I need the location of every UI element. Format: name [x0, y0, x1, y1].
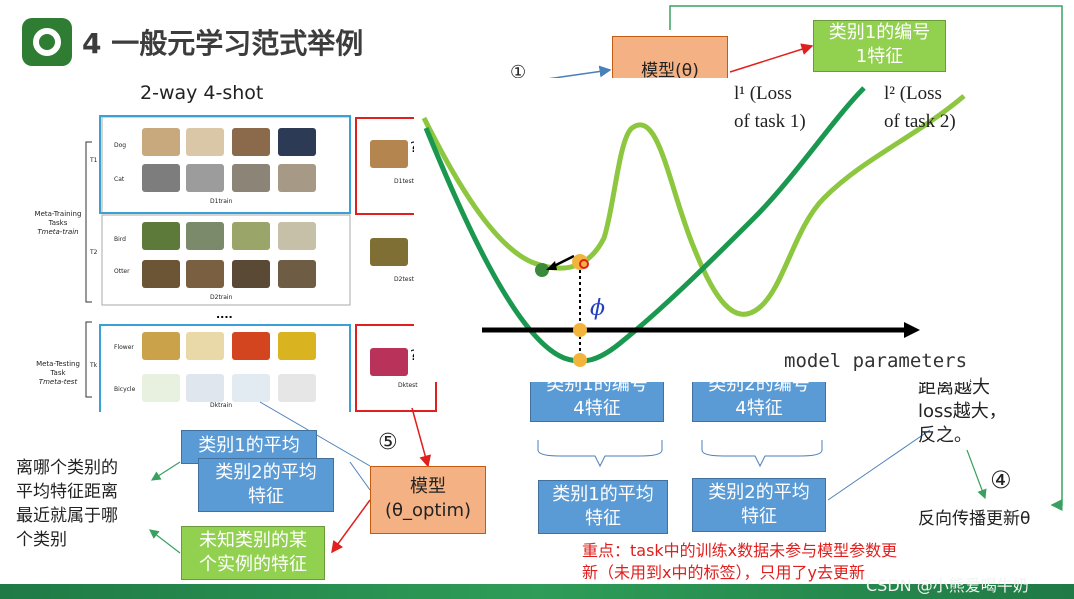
- ellipsis: ....: [216, 308, 233, 321]
- bicycle-image: [232, 374, 270, 402]
- query-image: [370, 238, 408, 266]
- figure-lines: [85, 115, 437, 412]
- task-label: T2: [90, 249, 98, 256]
- bicycle-image: [278, 374, 316, 402]
- question-mark: ?: [410, 348, 417, 364]
- task-label: T1: [90, 157, 98, 164]
- gradient-arrow-icon: [546, 261, 557, 270]
- cat-image: [186, 164, 224, 192]
- class-label: Bird: [114, 236, 126, 243]
- model-box-mid: 模型(θ_optim): [370, 466, 486, 534]
- loss-curve-task-1: [423, 86, 866, 364]
- bird-image: [278, 222, 316, 250]
- class-label: Flower: [114, 344, 134, 351]
- class-label: Bicycle: [114, 386, 136, 393]
- class-label: Dog: [114, 142, 127, 149]
- axis-point-marker: [573, 323, 587, 337]
- otter-image: [278, 260, 316, 288]
- otter-image: [232, 260, 270, 288]
- class2-avg-box-mid: 类别2的平均特征: [692, 478, 826, 532]
- flower-image: [232, 332, 270, 360]
- set-label: Dktrain: [210, 402, 233, 409]
- question-mark: ?: [410, 140, 417, 156]
- class-label: Otter: [114, 268, 130, 275]
- flower-image: [142, 332, 180, 360]
- class2-avg-box-left: 类别2的平均特征: [198, 458, 334, 512]
- class1-avg-box-mid: 类别1的平均特征: [538, 480, 668, 534]
- logo-icon: [22, 18, 72, 66]
- dog-image: [278, 128, 316, 156]
- step-1-label: ①: [510, 62, 527, 83]
- dog-image: [232, 128, 270, 156]
- otter-image: [142, 260, 180, 288]
- cat-image: [142, 164, 180, 192]
- task-label: Tk: [90, 362, 98, 369]
- dog-image: [142, 128, 180, 156]
- unknown-instance-box: 未知类别的某个实例的特征: [181, 526, 325, 580]
- otter-image: [186, 260, 224, 288]
- min-point-marker: [573, 353, 587, 367]
- step-4-label: ④: [990, 466, 1012, 494]
- flower-image: [186, 332, 224, 360]
- footer-bar: [0, 584, 1074, 599]
- cat-image: [232, 164, 270, 192]
- set-label: D2train: [210, 294, 233, 301]
- left-note: 离哪个类别的平均特征距离最近就属于哪个类别: [16, 458, 118, 550]
- cat-image: [278, 164, 316, 192]
- axis-arrow-icon: [904, 322, 920, 338]
- step-5-label: ⑤: [378, 430, 398, 455]
- bird-image: [142, 222, 180, 250]
- watermark: CSDN @小熊爱喝牛奶: [866, 576, 1029, 595]
- class-label: Cat: [114, 176, 125, 183]
- bird-image: [186, 222, 224, 250]
- key-note: 重点：task中的训练x数据未参与模型参数更新（未用到x中的标签），只用了y去更…: [582, 541, 898, 582]
- loss-curves: [421, 86, 966, 367]
- bird-image: [232, 222, 270, 250]
- page-title: 4 一般元学习范式举例: [82, 27, 364, 60]
- bicycle-image: [186, 374, 224, 402]
- test-label: Dktest: [398, 382, 418, 389]
- backprop-label: 反向传播更新θ: [918, 509, 1031, 529]
- subtitle: 2-way 4-shot: [140, 82, 264, 104]
- test-label: D2test: [394, 276, 414, 283]
- model-box-top: 模型(θ): [612, 36, 728, 86]
- bicycle-image: [142, 374, 180, 402]
- updated-point-marker: [535, 263, 549, 277]
- query-image: [370, 348, 408, 376]
- phi-label: ϕ: [590, 296, 605, 321]
- dog-image: [186, 128, 224, 156]
- query-image: [370, 140, 408, 168]
- axis-label: model parameters: [784, 350, 968, 372]
- set-label: D1train: [210, 198, 233, 205]
- flower-image: [278, 332, 316, 360]
- loss-curve-task-2: [421, 94, 966, 317]
- test-label: D1test: [394, 178, 414, 185]
